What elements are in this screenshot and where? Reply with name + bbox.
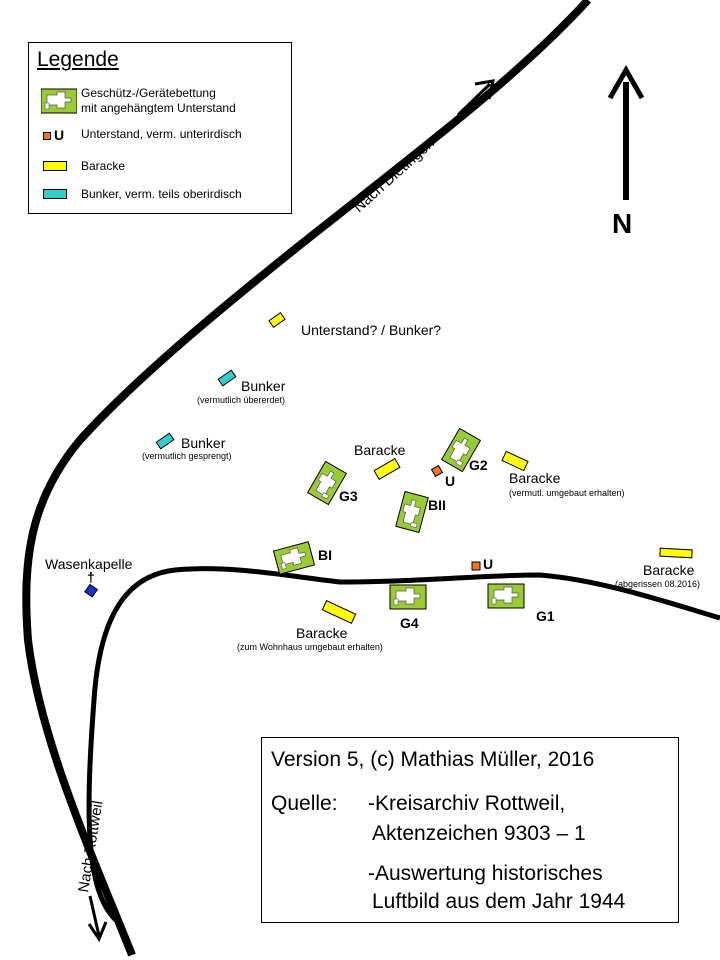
emplacement-bii [395, 491, 429, 533]
north-arrow-icon [607, 64, 645, 200]
barracks-legend-icon [43, 161, 67, 171]
credits-source-label: Quelle: [271, 792, 338, 815]
label-baracke-center: Baracke [354, 442, 406, 458]
arrow-to-dietingen-icon [456, 79, 495, 117]
side-road [86, 566, 720, 928]
legend-box: Legende Geschütz-/Gerätebettung mit ange… [28, 42, 292, 214]
credits-box: Version 5, (c) Mathias Müller, 2016 Quel… [261, 737, 679, 923]
label-bunker-2: Bunker [181, 435, 226, 451]
emplacement-legend-icon [41, 88, 77, 114]
legend-title: Legende [37, 48, 119, 71]
label-chapel: Wasenkapelle [45, 556, 133, 572]
barracks-bottom [321, 600, 357, 624]
label-bii: BII [428, 497, 446, 513]
label-baracke-bottom: Baracke [296, 625, 348, 641]
legend-shelter: Unterstand, verm. unterirdisch [81, 127, 242, 141]
chapel-marker [84, 583, 99, 598]
chapel-cross-icon: † [87, 569, 95, 585]
label-g2: G2 [469, 457, 488, 473]
label-unterstand-bunker: Unterstand? / Bunker? [301, 322, 442, 338]
barracks-center [373, 457, 401, 481]
label-baracke-right: Baracke [509, 470, 561, 486]
credits-version: Version 5, (c) Mathias Müller, 2016 [271, 748, 595, 771]
label-g4: G4 [400, 615, 419, 631]
shelter-2 [471, 561, 481, 571]
credits-source1-line2: Aktenzeichen 9303 – 1 [372, 822, 586, 845]
label-baracke-right-note: (vermutl. umgebaut erhalten) [509, 488, 625, 498]
legend-bunker: Bunker, verm. teils oberirdisch [81, 187, 242, 201]
legend-barracks: Baracke [81, 159, 126, 173]
emplacement-g4 [389, 584, 427, 610]
label-bunker-1-note: (vermutlich übererdet) [197, 395, 286, 405]
credits-source2-line2: Luftbild aus dem Jahr 1944 [372, 890, 626, 913]
barracks-far [659, 547, 693, 559]
credits-source1-line1: -Kreisarchiv Rottweil, [368, 792, 566, 815]
label-u2: U [483, 556, 494, 572]
legend-shelter-code: U [54, 127, 65, 143]
bunker-unterstand [268, 312, 286, 328]
label-bunker-2-note: (vermutlich gesprengt) [142, 451, 232, 461]
main-road [22, 0, 591, 957]
bunker-2 [155, 432, 175, 450]
arrow-to-rottweil-icon [87, 895, 108, 943]
label-g3: G3 [339, 488, 358, 504]
legend-emplacement-line2: mit angehängtem Unterstand [81, 101, 236, 115]
bunker-legend-icon [43, 189, 67, 199]
label-bunker-1: Bunker [241, 378, 286, 394]
credits-source2-line1: -Auswertung historisches [368, 862, 603, 885]
north-label: N [612, 208, 633, 239]
label-baracke-bottom-note: (zum Wohnhaus umgebaut erhalten) [237, 642, 383, 652]
shelter-1 [430, 464, 444, 478]
emplacement-g1 [487, 583, 525, 609]
label-baracke-far-note: (abgerissen 08.2016) [615, 579, 701, 589]
label-baracke-far: Baracke [643, 562, 695, 578]
label-u1: U [445, 473, 456, 489]
label-g1: G1 [536, 608, 555, 624]
legend-emplacement-line1: Geschütz-/Gerätebettung [81, 86, 216, 100]
shelter-legend-icon [43, 132, 51, 140]
barracks-right [501, 450, 529, 472]
emplacement-bi [273, 541, 315, 575]
label-to-dietingen: Nach Dietingen [350, 135, 438, 216]
label-bi: BI [318, 547, 332, 563]
bunker-1 [217, 369, 237, 387]
